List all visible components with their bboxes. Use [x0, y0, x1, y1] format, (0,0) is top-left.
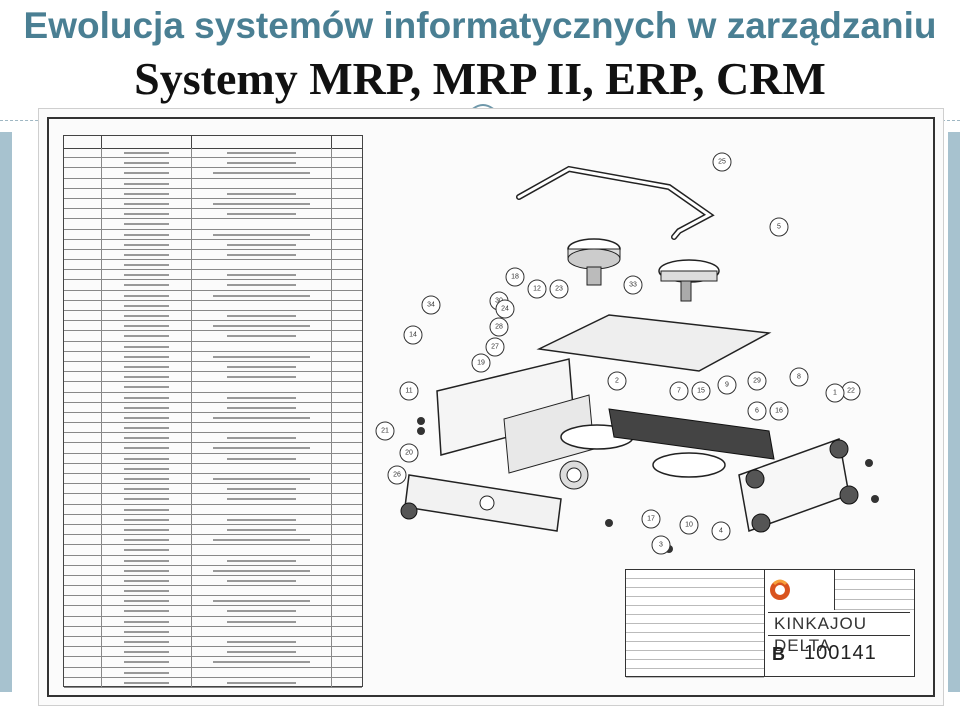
slide-right-accent-bar: [948, 132, 960, 692]
svg-text:23: 23: [555, 286, 563, 293]
callout-balloon: 9: [717, 375, 737, 395]
callout-balloon: 4: [711, 521, 731, 541]
callout-balloon: 17: [641, 509, 661, 529]
callout-balloon: 18: [505, 267, 525, 287]
svg-text:20: 20: [405, 450, 413, 457]
svg-text:24: 24: [501, 306, 509, 313]
svg-text:16: 16: [775, 408, 783, 415]
callout-balloon: 19: [471, 353, 491, 373]
svg-text:4: 4: [719, 528, 723, 535]
title-block-revision-grid: [834, 570, 914, 610]
title-block-notes-grid: [626, 570, 765, 678]
callout-balloon: 33: [623, 275, 643, 295]
company-logo-icon: [770, 579, 790, 600]
callout-balloon: 15: [691, 381, 711, 401]
slide-left-accent-bar: [0, 132, 12, 692]
callout-balloon: 22: [841, 381, 861, 401]
callout-balloon: 20: [399, 443, 419, 463]
callout-balloon: 1: [825, 383, 845, 403]
svg-text:26: 26: [393, 472, 401, 479]
svg-text:8: 8: [797, 374, 801, 381]
svg-text:1: 1: [833, 390, 837, 397]
svg-text:10: 10: [685, 522, 693, 529]
callout-balloon: 14: [403, 325, 423, 345]
drawing-number: 100141: [804, 642, 877, 664]
svg-text:21: 21: [381, 428, 389, 435]
callout-balloon: 3: [651, 535, 671, 555]
svg-text:18: 18: [511, 274, 519, 281]
slide-subtitle: Systemy MRP, MRP II, ERP, CRM: [134, 53, 826, 104]
svg-text:9: 9: [725, 382, 729, 389]
svg-text:12: 12: [533, 286, 541, 293]
svg-text:30: 30: [495, 298, 503, 305]
callout-balloon: 8: [789, 367, 809, 387]
svg-text:29: 29: [753, 378, 761, 385]
callout-balloon: 23: [549, 279, 569, 299]
svg-text:5: 5: [777, 224, 781, 231]
callout-balloon: 26: [387, 465, 407, 485]
svg-text:6: 6: [755, 408, 759, 415]
callout-balloon: 6: [747, 401, 767, 421]
callout-balloon: 2: [607, 371, 627, 391]
callout-balloon: 11: [399, 381, 419, 401]
svg-text:3: 3: [659, 542, 663, 549]
slide-title: Ewolucja systemów informatycznych w zarz…: [23, 5, 937, 46]
revision-letter: B: [772, 644, 785, 664]
svg-text:14: 14: [409, 332, 417, 339]
svg-text:28: 28: [495, 324, 503, 331]
svg-text:15: 15: [697, 388, 705, 395]
callout-balloon: 29: [747, 371, 767, 391]
bom-rows: [64, 148, 362, 688]
callout-balloon: 5: [769, 217, 789, 237]
callout-balloon: 10: [679, 515, 699, 535]
svg-text:25: 25: [718, 159, 726, 166]
svg-text:27: 27: [491, 344, 499, 351]
svg-text:33: 33: [629, 282, 637, 289]
callout-balloon: 27: [485, 337, 505, 357]
svg-text:11: 11: [405, 388, 412, 395]
bom-row: [64, 677, 362, 688]
callout-balloon: 25: [712, 152, 732, 172]
callout-balloon: 34: [421, 295, 441, 315]
callout-balloon: 21: [375, 421, 395, 441]
callout-balloon: 7: [669, 381, 689, 401]
svg-text:22: 22: [847, 388, 855, 395]
product-name: KINKAJOU DELTA: [768, 612, 910, 655]
svg-text:7: 7: [677, 388, 681, 395]
svg-text:2: 2: [615, 378, 619, 385]
svg-text:19: 19: [477, 360, 485, 367]
svg-text:17: 17: [647, 516, 655, 523]
callout-balloon: 12: [527, 279, 547, 299]
svg-text:34: 34: [427, 302, 435, 309]
bill-of-materials-table: [63, 135, 363, 688]
callout-balloon: 28: [489, 317, 509, 337]
drawing-title-block: KINKAJOU DELTA B 100141: [625, 569, 915, 678]
callout-balloon: 24: [495, 299, 515, 319]
callout-balloon: 16: [769, 401, 789, 421]
